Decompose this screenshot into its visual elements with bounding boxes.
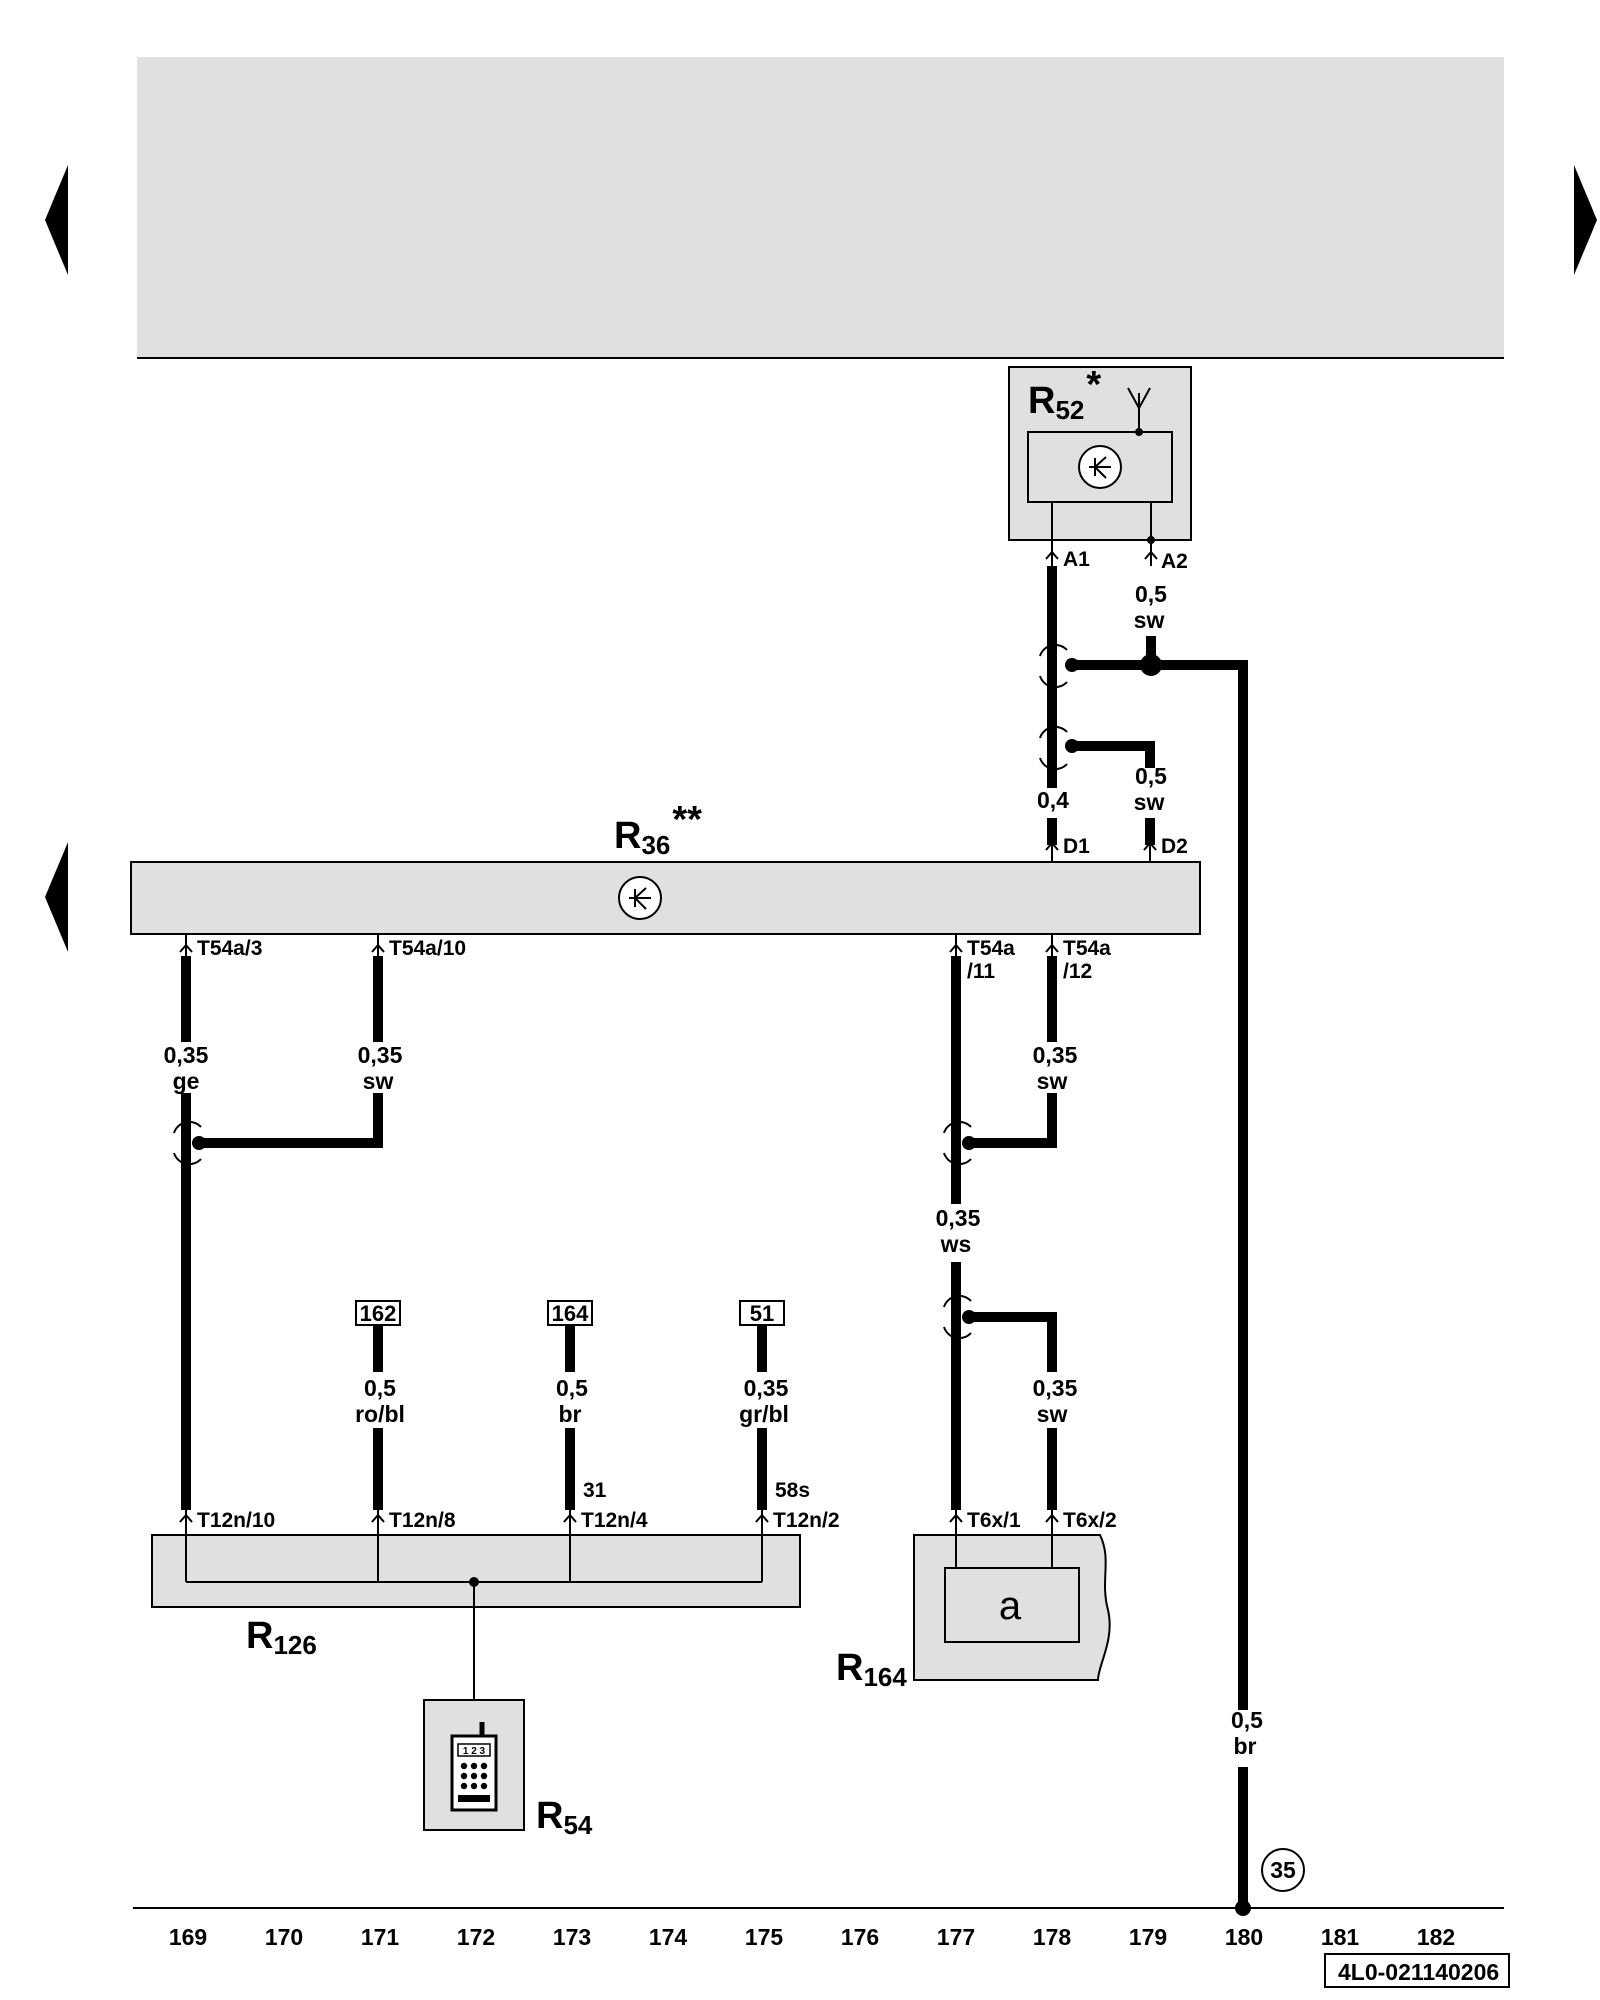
svg-text:0,35: 0,35	[744, 1375, 789, 1401]
pin-d2: D2	[1161, 835, 1188, 858]
component-r164: a R164	[836, 1534, 1111, 1692]
pin-a1: A1	[1063, 548, 1090, 571]
svg-text:1 2 3: 1 2 3	[463, 1746, 486, 1757]
svg-text:0,5: 0,5	[556, 1375, 588, 1401]
prev-page-arrow-bottom[interactable]	[45, 842, 68, 952]
component-r36: R36**	[130, 799, 1201, 935]
column-number: 170	[265, 1924, 303, 1950]
wire-group-right	[943, 934, 1057, 1535]
svg-text:sw: sw	[363, 1068, 394, 1094]
ref-box-51[interactable]: 51	[739, 1300, 785, 1326]
svg-text:0,35: 0,35	[164, 1042, 209, 1068]
wire-group-r52-r36	[1039, 540, 1248, 1908]
pin-d1: D1	[1063, 835, 1090, 858]
column-number: 169	[169, 1924, 207, 1950]
component-r52: R52*	[1008, 364, 1192, 544]
ref-box-164[interactable]: 164	[547, 1300, 593, 1326]
pin-t54a-12-suffix: /12	[1063, 960, 1092, 983]
pin-markers	[179, 550, 1158, 1523]
pin-t6x-1: T6x/1	[967, 1509, 1021, 1532]
svg-text:sw: sw	[1134, 789, 1165, 815]
column-number: 180	[1225, 1924, 1263, 1950]
antenna-icon	[1127, 387, 1151, 436]
pin-t54a-11: T54a	[967, 937, 1015, 960]
svg-text:4L0-021140206: 4L0-021140206	[1338, 1959, 1499, 1985]
svg-text:162: 162	[360, 1301, 397, 1326]
pin-t54a-3: T54a/3	[197, 937, 262, 960]
r126-label: R126	[246, 1615, 317, 1660]
svg-text:0,35: 0,35	[1033, 1042, 1078, 1068]
svg-text:br: br	[559, 1401, 582, 1427]
column-number: 171	[361, 1924, 400, 1950]
column-number: 177	[937, 1924, 975, 1950]
svg-text:ge: ge	[173, 1068, 200, 1094]
wire-group-center	[373, 1325, 767, 1535]
pin-a2: A2	[1161, 550, 1188, 573]
svg-text:sw: sw	[1037, 1068, 1068, 1094]
terminal-58s: 58s	[775, 1479, 810, 1502]
prev-page-arrow-top[interactable]	[45, 165, 68, 275]
svg-text:0,5: 0,5	[1231, 1707, 1263, 1733]
svg-text:0,35: 0,35	[936, 1205, 981, 1231]
ref-box-162[interactable]: 162	[355, 1300, 401, 1326]
svg-text:ws: ws	[940, 1231, 972, 1257]
svg-text:0,5: 0,5	[1135, 581, 1167, 607]
r54-label: R54	[536, 1795, 593, 1840]
svg-text:a: a	[999, 1584, 1022, 1628]
r52-label: R52*	[1028, 364, 1101, 425]
next-page-arrow[interactable]	[1574, 165, 1597, 275]
pin-t12n-4: T12n/4	[581, 1509, 648, 1532]
svg-text:164: 164	[552, 1301, 589, 1326]
svg-text:0,5: 0,5	[364, 1375, 396, 1401]
column-number: 174	[649, 1924, 688, 1950]
keypad-remote-icon: 1 2 3	[450, 1722, 498, 1812]
top-gray-area	[137, 57, 1504, 357]
column-number: 182	[1417, 1924, 1455, 1950]
column-number: 175	[745, 1924, 784, 1950]
column-number: 181	[1321, 1924, 1360, 1950]
column-number: 179	[1129, 1924, 1167, 1950]
svg-text:sw: sw	[1134, 607, 1165, 633]
svg-text:gr/bl: gr/bl	[739, 1401, 789, 1427]
svg-text:ro/bl: ro/bl	[355, 1401, 405, 1427]
terminal-31: 31	[583, 1479, 607, 1502]
pin-t54a-11-suffix: /11	[967, 960, 995, 983]
component-r126: R126	[151, 1534, 801, 1700]
svg-text:0,4: 0,4	[1037, 787, 1069, 813]
svg-text:0,35: 0,35	[1033, 1375, 1078, 1401]
svg-text:sw: sw	[1037, 1401, 1068, 1427]
column-number: 178	[1033, 1924, 1072, 1950]
pin-t12n-10: T12n/10	[197, 1509, 275, 1532]
column-number: 176	[841, 1924, 879, 1950]
ground-point-35[interactable]: 35	[1261, 1848, 1305, 1892]
pin-t12n-8: T12n/8	[389, 1509, 456, 1532]
svg-text:0,35: 0,35	[358, 1042, 403, 1068]
r36-label: R36**	[614, 799, 702, 860]
pin-t54a-12: T54a	[1063, 937, 1111, 960]
column-numbers: 169 170 171 172 173 174 175 176 177 178 179 180 181 1…	[169, 1924, 1455, 1950]
column-number: 173	[553, 1924, 591, 1950]
svg-text:0,5: 0,5	[1135, 763, 1167, 789]
pin-t6x-2: T6x/2	[1063, 1509, 1117, 1532]
pin-t12n-2: T12n/2	[773, 1509, 840, 1532]
document-number-box: 4L0-021140206	[1324, 1953, 1510, 1988]
column-number: 172	[457, 1924, 495, 1950]
pin-t54a-10: T54a/10	[389, 937, 466, 960]
r164-label: R164	[836, 1647, 907, 1692]
svg-text:35: 35	[1270, 1857, 1296, 1883]
svg-text:51: 51	[750, 1301, 774, 1326]
wire-labels: 0,5 sw 0,5 sw 0,4 0,35 ge 0,35 sw 0,35 s…	[164, 581, 1264, 1759]
wire-group-left	[173, 934, 383, 1535]
svg-text:br: br	[1234, 1733, 1257, 1759]
component-r54: 1 2 3 R54	[423, 1699, 593, 1840]
